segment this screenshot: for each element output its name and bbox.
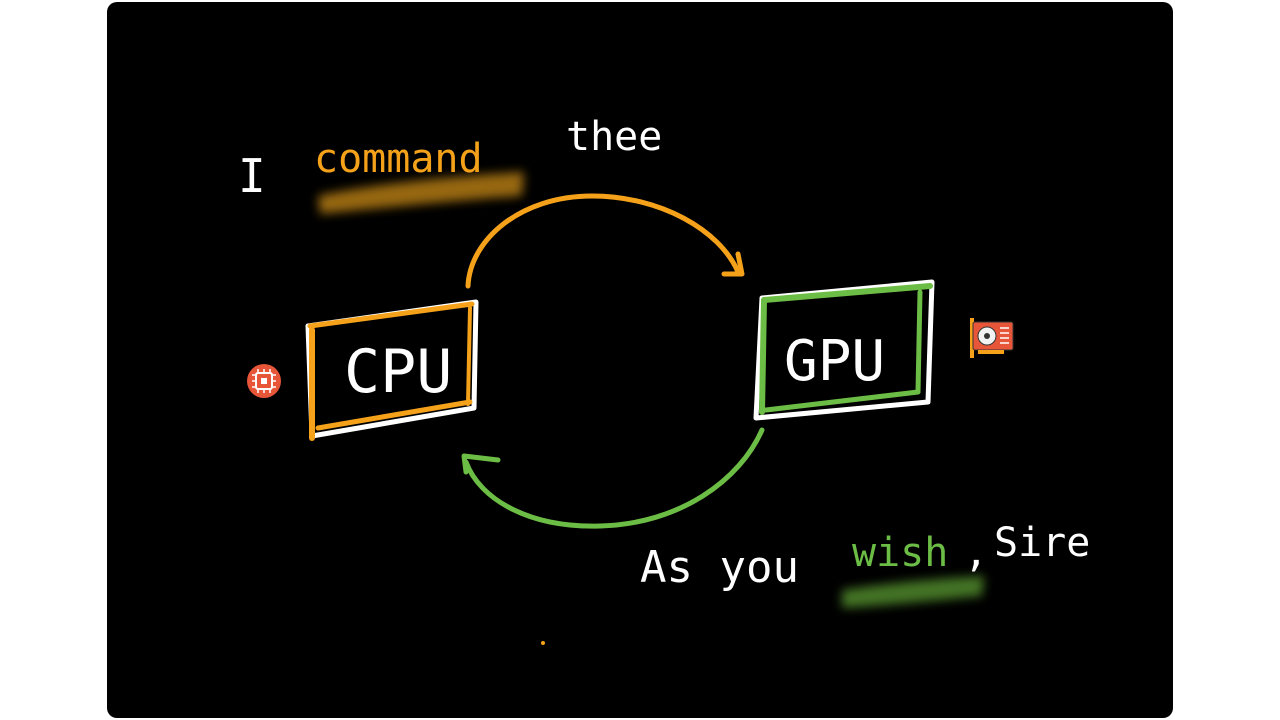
gpu-label: GPU (784, 329, 885, 394)
top-text-thee: thee (566, 114, 662, 160)
cpu-box: CPU (305, 299, 479, 441)
command-highlight (318, 172, 524, 214)
wish-highlight (842, 576, 984, 608)
top-text-command: command (314, 136, 483, 182)
stray-dot (541, 641, 545, 645)
cpu-label: CPU (344, 337, 452, 407)
canvas-area (107, 2, 1173, 718)
graphics-card-icon (970, 318, 1014, 358)
response-arrowhead (461, 453, 501, 475)
command-arrow (465, 193, 741, 289)
bottom-text-as-you: As you (640, 542, 799, 593)
bottom-text-wish: wish (852, 530, 948, 576)
cpu-chip-icon (247, 364, 281, 398)
bottom-text-comma: , (964, 530, 988, 576)
gpu-box: GPU (753, 279, 935, 421)
bottom-text-sire: Sire (994, 520, 1090, 566)
top-text-i: I (238, 149, 266, 203)
response-arrow (463, 427, 765, 529)
command-arrowhead (721, 251, 745, 277)
